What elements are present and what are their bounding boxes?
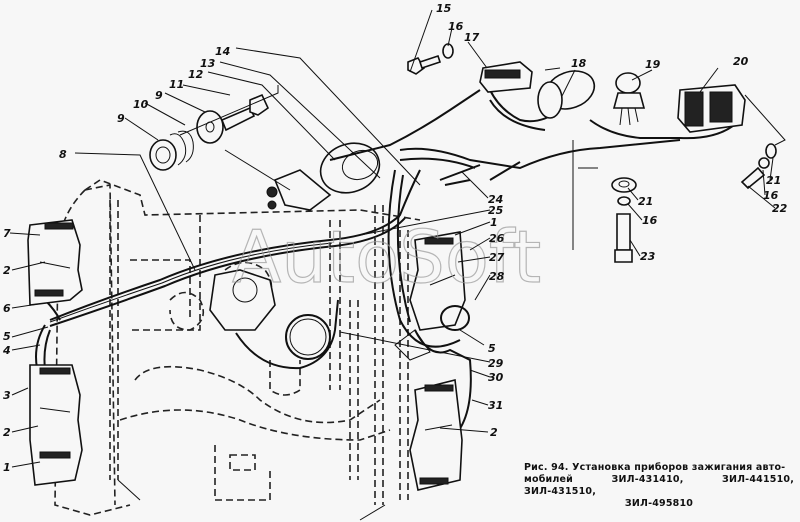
right-plug-bracket-upper	[409, 231, 470, 331]
callout-20: 20	[733, 55, 749, 68]
left-plug-bracket-lower	[29, 364, 83, 486]
callout-16: 16	[448, 20, 464, 33]
callout-labels: 15 16 17 18 19 20 14 13 12 11 9 10 9 8 7…	[2, 2, 788, 474]
callout-26: 26	[489, 232, 505, 245]
caption-line-1: Рис. 94. Установка приборов зажигания ав…	[524, 462, 786, 473]
callout-23: 23	[640, 250, 656, 263]
callout-18: 18	[571, 57, 587, 70]
ignition-coil	[266, 142, 381, 211]
callout-16-middle: 16	[642, 214, 658, 227]
callout-21-right: 21	[766, 174, 781, 187]
bolt-15	[407, 54, 442, 75]
right-plug-bracket-lower	[394, 329, 463, 491]
callout-4: 4	[2, 344, 11, 357]
callout-5-right: 5	[488, 342, 496, 355]
callout-22: 22	[772, 202, 788, 215]
callout-8: 8	[59, 148, 67, 161]
bolt-assembly	[149, 85, 291, 191]
transistor-commutator-20	[677, 84, 746, 133]
callout-2-a: 2	[3, 264, 11, 277]
bracket-lines	[572, 94, 786, 250]
callout-2-b: 2	[3, 426, 11, 439]
callout-1-left: 1	[3, 461, 11, 474]
callout-9-upper: 9	[155, 89, 163, 102]
callout-6: 6	[3, 302, 11, 315]
callout-5-left: 5	[3, 330, 11, 343]
callout-15: 15	[436, 2, 452, 15]
callout-13: 13	[200, 57, 216, 70]
callout-11: 11	[169, 78, 184, 91]
callout-9-lower: 9	[117, 112, 125, 125]
callout-3: 3	[3, 389, 11, 402]
caption-line-2: мобилей ЗИЛ-431410, ЗИЛ-441510, ЗИЛ-4315…	[524, 474, 794, 497]
callout-10: 10	[133, 98, 149, 111]
fasteners-right	[611, 143, 777, 263]
callout-16-right: 16	[763, 189, 779, 202]
engine-block-outline	[54, 179, 421, 521]
switch-18	[537, 67, 596, 119]
callout-31: 31	[488, 399, 503, 412]
callout-27: 27	[489, 251, 505, 264]
callout-2-c: 2	[490, 426, 498, 439]
watermark: AutoSoft	[232, 215, 541, 299]
callout-29: 29	[488, 357, 504, 370]
callout-21-middle: 21	[638, 195, 653, 208]
callout-12: 12	[188, 68, 204, 81]
callout-24: 24	[488, 193, 503, 206]
callout-25: 25	[488, 204, 504, 217]
resistor-17	[479, 61, 533, 93]
callout-1-right: 1	[490, 216, 498, 229]
washer-16	[442, 43, 454, 59]
callout-30: 30	[488, 371, 504, 384]
callout-19: 19	[645, 58, 661, 71]
callout-28: 28	[489, 270, 505, 283]
callout-7: 7	[3, 227, 11, 240]
callout-17: 17	[464, 31, 480, 44]
callout-14: 14	[215, 45, 230, 58]
caption-line-3: ЗИЛ-495810	[624, 498, 694, 509]
left-plug-bracket-upper	[27, 219, 83, 306]
leader-lines	[9, 9, 776, 468]
distributor	[209, 269, 339, 370]
ignition-switch-19	[612, 72, 646, 126]
figure-caption: Рис. 94. Установка приборов зажигания ав…	[524, 462, 794, 510]
